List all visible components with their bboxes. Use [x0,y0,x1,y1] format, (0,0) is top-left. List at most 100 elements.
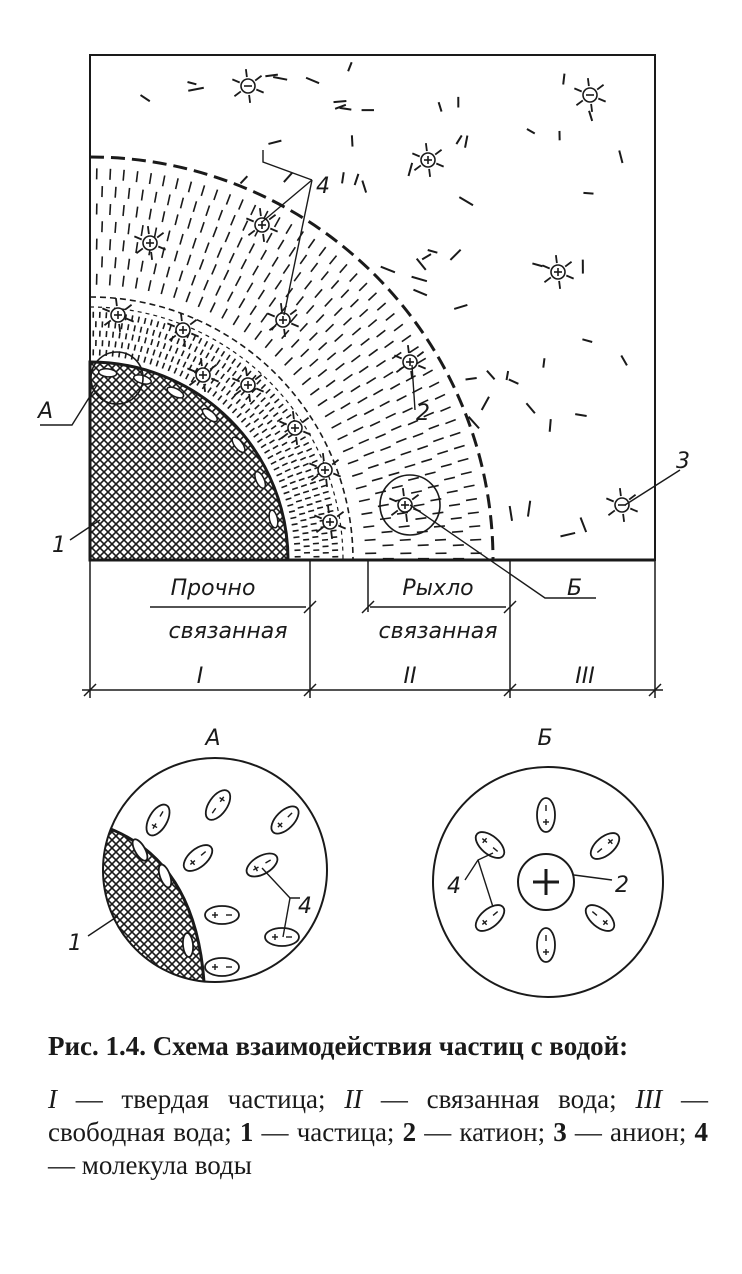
water-dash [293,366,303,376]
cation-marker [308,453,342,487]
water-dash [231,408,238,414]
water-dash [379,517,392,521]
water-dash [156,321,160,328]
water-dash [270,460,277,465]
water-dash [226,366,232,373]
water-dash [249,305,257,316]
water-dash [137,316,141,323]
water-dash [453,303,468,310]
water-dash [351,327,362,336]
label-1: 1 [52,533,66,558]
water-dash [120,323,123,330]
water-dash [140,225,144,237]
water-dash [205,205,211,217]
water-dash [367,319,378,328]
water-dash [260,443,267,449]
water-dash [391,484,403,489]
water-dash [248,243,256,254]
water-dash [273,76,288,81]
water-dash [334,103,347,110]
water-dash [342,446,354,453]
water-molecule [131,838,149,862]
water-dash [187,181,193,193]
water-dash [312,535,319,539]
legend-item: II — связанная вода; [344,1084,636,1114]
water-dash [256,379,262,385]
water-dash [220,350,226,357]
water-dash [243,322,252,333]
water-dash [325,379,336,388]
water-dash [542,358,546,368]
water-dash [186,254,192,266]
water-dash [273,466,280,471]
water-dash [284,468,291,473]
water-dash [139,94,151,103]
water-dash [109,203,112,216]
water-dash [308,332,318,342]
water-dash [240,258,248,270]
legend-item: 3 — анион; [553,1117,695,1147]
water-dash [176,338,181,345]
detail-a-circle [102,757,328,983]
water-dash [290,459,297,464]
water-dash [411,275,428,283]
anion-marker [605,488,639,522]
water-dash [126,324,130,331]
water-dash [272,412,279,418]
water-molecule [231,436,246,454]
water-dash [330,279,340,290]
water-dash [448,503,461,507]
water-dash [342,373,353,382]
water-molecule [145,803,171,837]
water-dash [261,428,268,434]
water-dash [133,344,137,351]
water-molecule [166,386,185,399]
water-molecule [245,852,279,878]
water-dash [470,538,482,541]
water-dash [318,341,328,351]
water-dash [458,196,474,207]
water-molecule [474,904,506,932]
water-dash [427,249,438,254]
water-dash [326,352,337,361]
water-dash [339,263,348,274]
water-dash [300,348,310,358]
water-dash [393,323,404,332]
water-dash [257,289,265,300]
water-dash [417,399,429,406]
water-dash [334,333,344,343]
water-dash [285,413,292,419]
water-dash [269,393,276,399]
detail-a-particle [103,807,207,982]
cation-marker [278,411,312,445]
water-dash [333,390,344,399]
water-dash [396,394,407,402]
water-dash [361,180,368,193]
water-dash [307,474,314,479]
water-dash [305,304,315,315]
water-dash [161,175,166,187]
water-dash [290,516,297,520]
water-dash [421,253,432,261]
water-dash [349,298,359,308]
water-dash [277,239,285,250]
water-dash [357,396,368,404]
water-dash [225,389,232,396]
water-dash [127,223,131,235]
water-dash [168,325,172,332]
water-dash [618,150,624,164]
main-panel: А 1 4 2 3 Б [36,54,690,601]
water-dash [405,375,416,382]
water-dash [620,355,628,366]
water-dash [152,349,156,356]
water-dash [287,474,294,479]
water-dash [235,398,241,405]
water-dash [127,187,131,199]
water-dash [302,490,310,494]
water-dash [158,331,162,338]
cation-marker [245,208,279,242]
water-dash [525,402,536,414]
legend-item: I — твердая частица; [48,1084,345,1114]
water-dash [363,451,375,457]
water-dash [293,271,302,282]
